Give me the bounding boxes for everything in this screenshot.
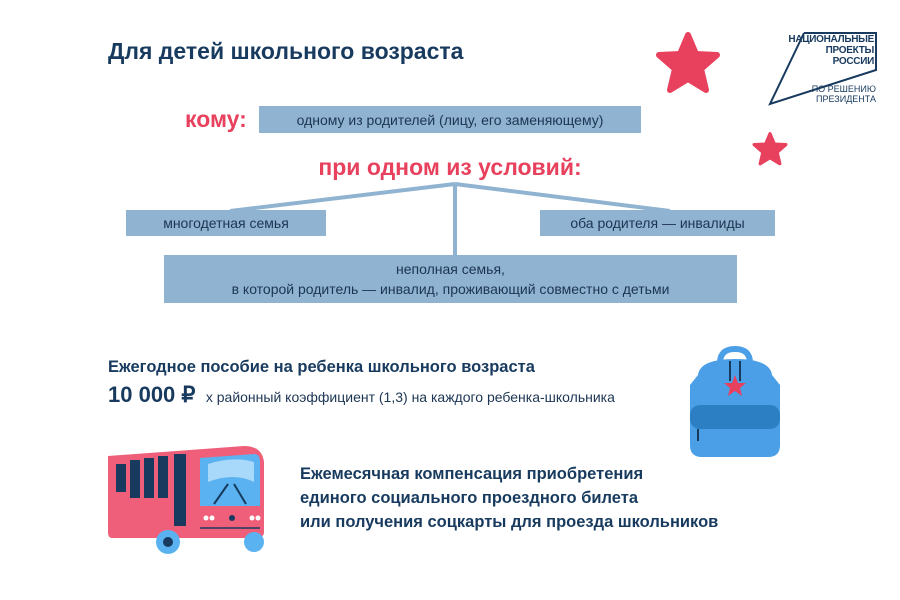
- whom-box: одному из родителей (лицу, его заменяюще…: [259, 106, 641, 133]
- star-icon: [656, 32, 720, 93]
- condition-text: в которой родитель — инвалид, проживающи…: [231, 281, 670, 297]
- logo-frame-icon: [768, 32, 877, 106]
- monthly-text: или получения соцкарты для проезда школь…: [300, 513, 719, 531]
- conditions-heading: при одном из условий:: [318, 154, 582, 180]
- annual-detail: х районный коэффициент (1,3) на каждого …: [205, 389, 615, 405]
- annual-amount-line: 10 000 ₽ х районный коэффициент (1,3) на…: [108, 382, 615, 408]
- condition-large-family: многодетная семья: [126, 210, 326, 236]
- condition-single-parent: неполная семья, в которой родитель — инв…: [164, 255, 737, 303]
- condition-text: неполная семья,: [396, 261, 505, 277]
- logo-text: ПРЕЗИДЕНТА: [816, 94, 876, 104]
- logo-text: РОССИИ: [832, 56, 875, 67]
- condition-both-parents-disabled: оба родителя — инвалиды: [540, 210, 775, 236]
- monthly-text: единого социального проездного билета: [300, 489, 639, 507]
- monthly-compensation: Ежемесячная компенсация приобретения еди…: [300, 462, 718, 534]
- page-title: Для детей школьного возраста: [108, 38, 464, 64]
- star-icon: [752, 132, 788, 166]
- bus-icon: [108, 446, 264, 554]
- logo-text: ПО РЕШЕНИЮ: [811, 84, 876, 94]
- annual-amount: 10 000 ₽: [108, 382, 196, 407]
- logo-text: НАЦИОНАЛЬНЫЕ: [788, 34, 874, 45]
- whom-label: кому:: [185, 106, 247, 132]
- logo-text: ПРОЕКТЫ: [825, 45, 875, 56]
- backpack-icon: [690, 345, 780, 457]
- monthly-text: Ежемесячная компенсация приобретения: [300, 465, 644, 483]
- national-projects-logo: НАЦИОНАЛЬНЫЕ ПРОЕКТЫ РОССИИ ПО РЕШЕНИЮ П…: [768, 30, 880, 108]
- annual-heading: Ежегодное пособие на ребенка школьного в…: [108, 358, 535, 376]
